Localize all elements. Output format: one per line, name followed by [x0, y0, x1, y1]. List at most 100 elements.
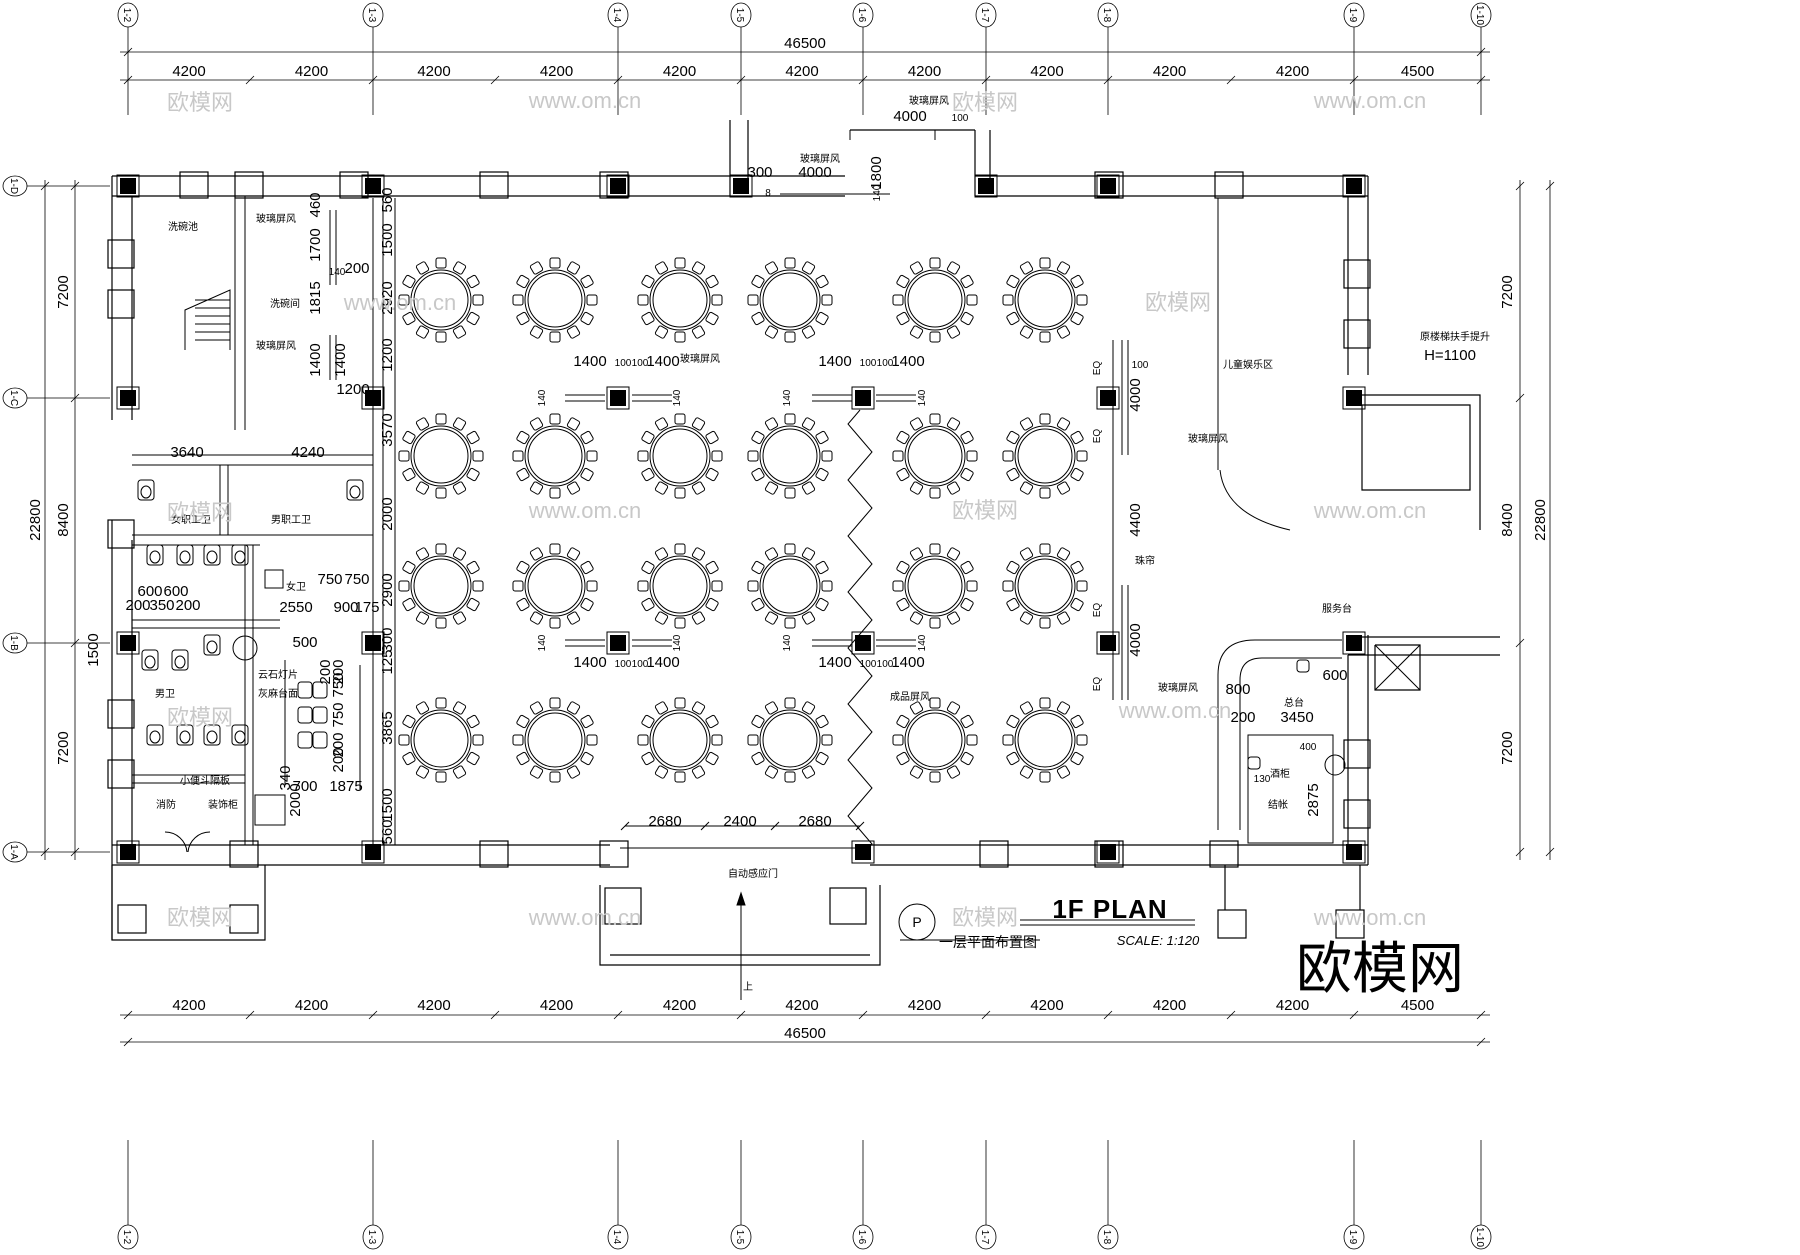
chair	[1006, 430, 1020, 445]
bay-dimension-bottom: 4200	[540, 997, 573, 1014]
dim-desk-600: 600	[1322, 667, 1347, 684]
bay-dimension-bottom: 4200	[1030, 997, 1063, 1014]
chair	[784, 331, 796, 343]
bay-dimension-top: 4200	[1030, 63, 1063, 80]
dim-partition-c: 100	[877, 358, 894, 369]
up-mark: 上	[743, 981, 753, 993]
chair	[654, 261, 669, 275]
dim-tick	[1226, 1010, 1236, 1020]
chair	[452, 261, 467, 275]
chair	[691, 611, 706, 625]
window-frame	[1209, 840, 1239, 868]
chair	[946, 611, 961, 625]
column	[978, 178, 994, 194]
table-edge	[413, 428, 469, 484]
room-female-wc: 女卫	[286, 580, 306, 593]
bay-dimension-bottom: 4200	[417, 997, 450, 1014]
chair	[415, 481, 430, 495]
grid-label-left: 1-A	[8, 844, 19, 860]
table-top	[649, 555, 711, 617]
table-top	[410, 555, 472, 617]
chair	[1056, 701, 1071, 715]
chair	[398, 450, 410, 462]
grid-label-bottom: 1-2	[121, 1230, 132, 1245]
chair	[674, 257, 686, 269]
label-wine-cabinet: 酒柜	[1270, 767, 1290, 780]
basin	[264, 569, 284, 589]
chair	[946, 417, 961, 431]
chair	[402, 430, 416, 445]
chair	[415, 611, 430, 625]
chair	[1056, 325, 1071, 339]
watermark: 欧模网	[167, 705, 233, 730]
chair	[929, 697, 941, 709]
chair	[909, 481, 924, 495]
dim-tick	[981, 1010, 991, 1020]
grid-label-top: 1-7	[979, 8, 990, 23]
table-edge	[907, 428, 963, 484]
grid-label-left: 1-D	[8, 178, 19, 194]
dim-tick	[981, 75, 991, 85]
bar-cabinet	[1247, 734, 1334, 844]
column-outline	[606, 631, 630, 655]
dim-tick	[1515, 393, 1525, 403]
table-edge	[652, 558, 708, 614]
grid-label-top: 1-8	[1101, 8, 1112, 23]
dim-tick	[1349, 1010, 1359, 1020]
toilet-bowl	[206, 730, 218, 744]
column-outline	[116, 840, 140, 864]
window-frame	[107, 519, 135, 549]
dim-140: 140	[917, 389, 928, 406]
window-frame	[107, 759, 135, 789]
chair	[1056, 547, 1071, 561]
chair	[637, 580, 649, 592]
dim-tick	[1349, 75, 1359, 85]
chair	[637, 734, 649, 746]
watermark: 欧模网	[952, 905, 1018, 930]
banquet-table	[747, 543, 833, 629]
chair	[691, 547, 706, 561]
window-frame	[1214, 171, 1244, 199]
dim-right-100: 100	[1132, 360, 1149, 371]
segment-dimension-right: 7200	[1499, 275, 1516, 308]
table-top	[649, 709, 711, 771]
chair	[402, 597, 416, 612]
chair	[946, 765, 961, 779]
dim-tick	[858, 75, 868, 85]
bay-dimension-bottom: 4200	[785, 997, 818, 1014]
watermark: 欧模网	[952, 90, 1018, 115]
chair	[929, 487, 941, 499]
dim-wall-col: 3865	[379, 711, 396, 744]
bay-dimension-top: 4200	[417, 63, 450, 80]
dim-kitchen-v: 1400	[307, 343, 324, 376]
watermark: 欧模网	[952, 498, 1018, 523]
dim-partition-b: 100	[860, 358, 877, 369]
chair	[549, 257, 561, 269]
column	[120, 390, 136, 406]
banquet-table	[637, 697, 723, 783]
chair	[1070, 430, 1084, 445]
chair	[1056, 765, 1071, 779]
dim-140: 140	[672, 634, 683, 651]
chair	[641, 430, 655, 445]
dim-wc-340: 340	[277, 765, 294, 790]
watermark: 欧模网	[1145, 290, 1211, 315]
chair	[751, 311, 765, 326]
table-edge	[762, 558, 818, 614]
watermark: 欧模网	[167, 905, 233, 930]
chair	[566, 481, 581, 495]
structural-columns	[116, 174, 1366, 864]
column-outline	[1342, 631, 1366, 655]
chair	[764, 417, 779, 431]
chair	[946, 325, 961, 339]
room-dish-pool: 洗碗池	[168, 220, 198, 233]
dim-partition-b: 100	[860, 659, 877, 670]
chair	[1019, 481, 1034, 495]
chair	[896, 597, 910, 612]
chair	[1056, 481, 1071, 495]
chair	[516, 597, 530, 612]
label-deco-cabinet: 装饰柜	[208, 798, 238, 811]
toilet-bowl	[206, 640, 218, 654]
chair	[1006, 560, 1020, 575]
